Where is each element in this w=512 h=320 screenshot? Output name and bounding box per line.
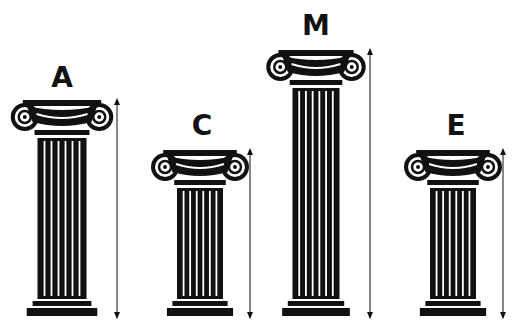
shaft: [177, 188, 223, 299]
arrow-head: [114, 98, 120, 105]
arrow-head: [500, 312, 506, 319]
arrow-head: [247, 148, 253, 155]
flute: [202, 191, 204, 296]
flute: [312, 91, 314, 296]
volute-eye: [416, 165, 420, 169]
flute: [183, 191, 185, 296]
volute-inner: [274, 61, 286, 73]
abacus: [278, 50, 353, 56]
echinus-line: [37, 114, 88, 118]
flute: [58, 141, 60, 296]
neck: [35, 130, 90, 135]
flute: [318, 91, 320, 296]
volute-eye: [163, 165, 167, 169]
abacus: [23, 100, 101, 106]
neck: [290, 80, 343, 85]
echinus: [27, 106, 98, 126]
flute: [442, 191, 444, 296]
arrow-head: [114, 312, 120, 319]
echinus: [167, 156, 233, 176]
column-label: M: [302, 12, 330, 40]
column-label: C: [192, 112, 213, 140]
shaft: [38, 138, 87, 299]
column-label: A: [51, 64, 73, 92]
base-top: [172, 301, 227, 306]
echinus-line: [292, 64, 341, 68]
base-top: [425, 301, 480, 306]
volute-inner: [93, 111, 105, 123]
abacus: [416, 150, 490, 156]
volute-eye: [350, 65, 354, 69]
flute: [189, 191, 191, 296]
base-plinth: [27, 308, 98, 316]
volute-eye: [278, 65, 282, 69]
height-line: [117, 100, 118, 318]
height-line: [370, 50, 371, 318]
flute: [209, 191, 211, 296]
flute: [332, 91, 334, 296]
echinus: [282, 56, 350, 76]
flute: [72, 141, 74, 296]
shaft: [293, 88, 340, 299]
flute: [449, 191, 451, 296]
echinus: [420, 156, 486, 176]
base-top: [288, 301, 344, 306]
flute: [305, 91, 307, 296]
base-plinth: [420, 308, 486, 316]
arrow-head: [247, 312, 253, 319]
arrow-head: [367, 48, 373, 55]
flute: [325, 91, 327, 296]
echinus-line: [176, 164, 224, 168]
flute: [44, 141, 46, 296]
flute: [436, 191, 438, 296]
column-label: E: [446, 112, 465, 140]
shaft: [430, 188, 476, 299]
height-line: [250, 150, 251, 318]
flute: [79, 141, 81, 296]
flute: [298, 91, 300, 296]
volute-eye: [97, 115, 101, 119]
arrow-head: [500, 148, 506, 155]
neck: [174, 180, 226, 185]
neck: [427, 180, 479, 185]
base-top: [33, 301, 92, 306]
flute: [455, 191, 457, 296]
flute: [462, 191, 464, 296]
flute: [51, 141, 53, 296]
base-plinth: [167, 308, 233, 316]
volute-inner: [346, 61, 358, 73]
flute: [469, 191, 471, 296]
abacus: [163, 150, 237, 156]
volute-inner: [19, 111, 31, 123]
height-line: [503, 150, 504, 318]
echinus-line: [429, 164, 477, 168]
volute-eye: [233, 165, 237, 169]
base-plinth: [282, 308, 350, 316]
flute: [196, 191, 198, 296]
volute-eye: [23, 115, 27, 119]
volute-eye: [486, 165, 490, 169]
flute: [216, 191, 218, 296]
flute: [65, 141, 67, 296]
arrow-head: [367, 312, 373, 319]
